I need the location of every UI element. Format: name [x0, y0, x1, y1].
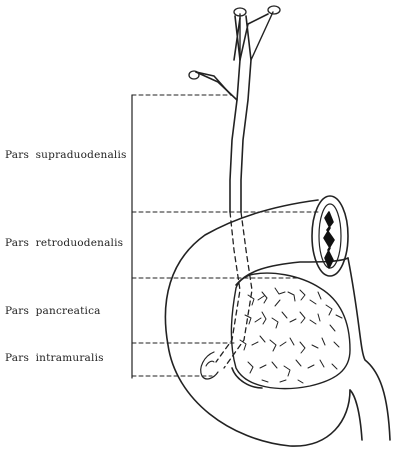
- duodenum: [164, 199, 391, 447]
- duodenal-lumen: [311, 195, 349, 277]
- label-pars-retroduodenalis: Pars retroduodenalis: [5, 237, 124, 249]
- bile-duct: [188, 5, 281, 369]
- label-pars-pancreatica: Pars pancreatica: [5, 305, 101, 317]
- label-pars-supraduodenalis: Pars supraduodenalis: [5, 149, 127, 161]
- label-pars-intramuralis: Pars intramuralis: [5, 352, 104, 364]
- pancreas-head: [230, 272, 351, 390]
- segment-bracket: [131, 94, 319, 379]
